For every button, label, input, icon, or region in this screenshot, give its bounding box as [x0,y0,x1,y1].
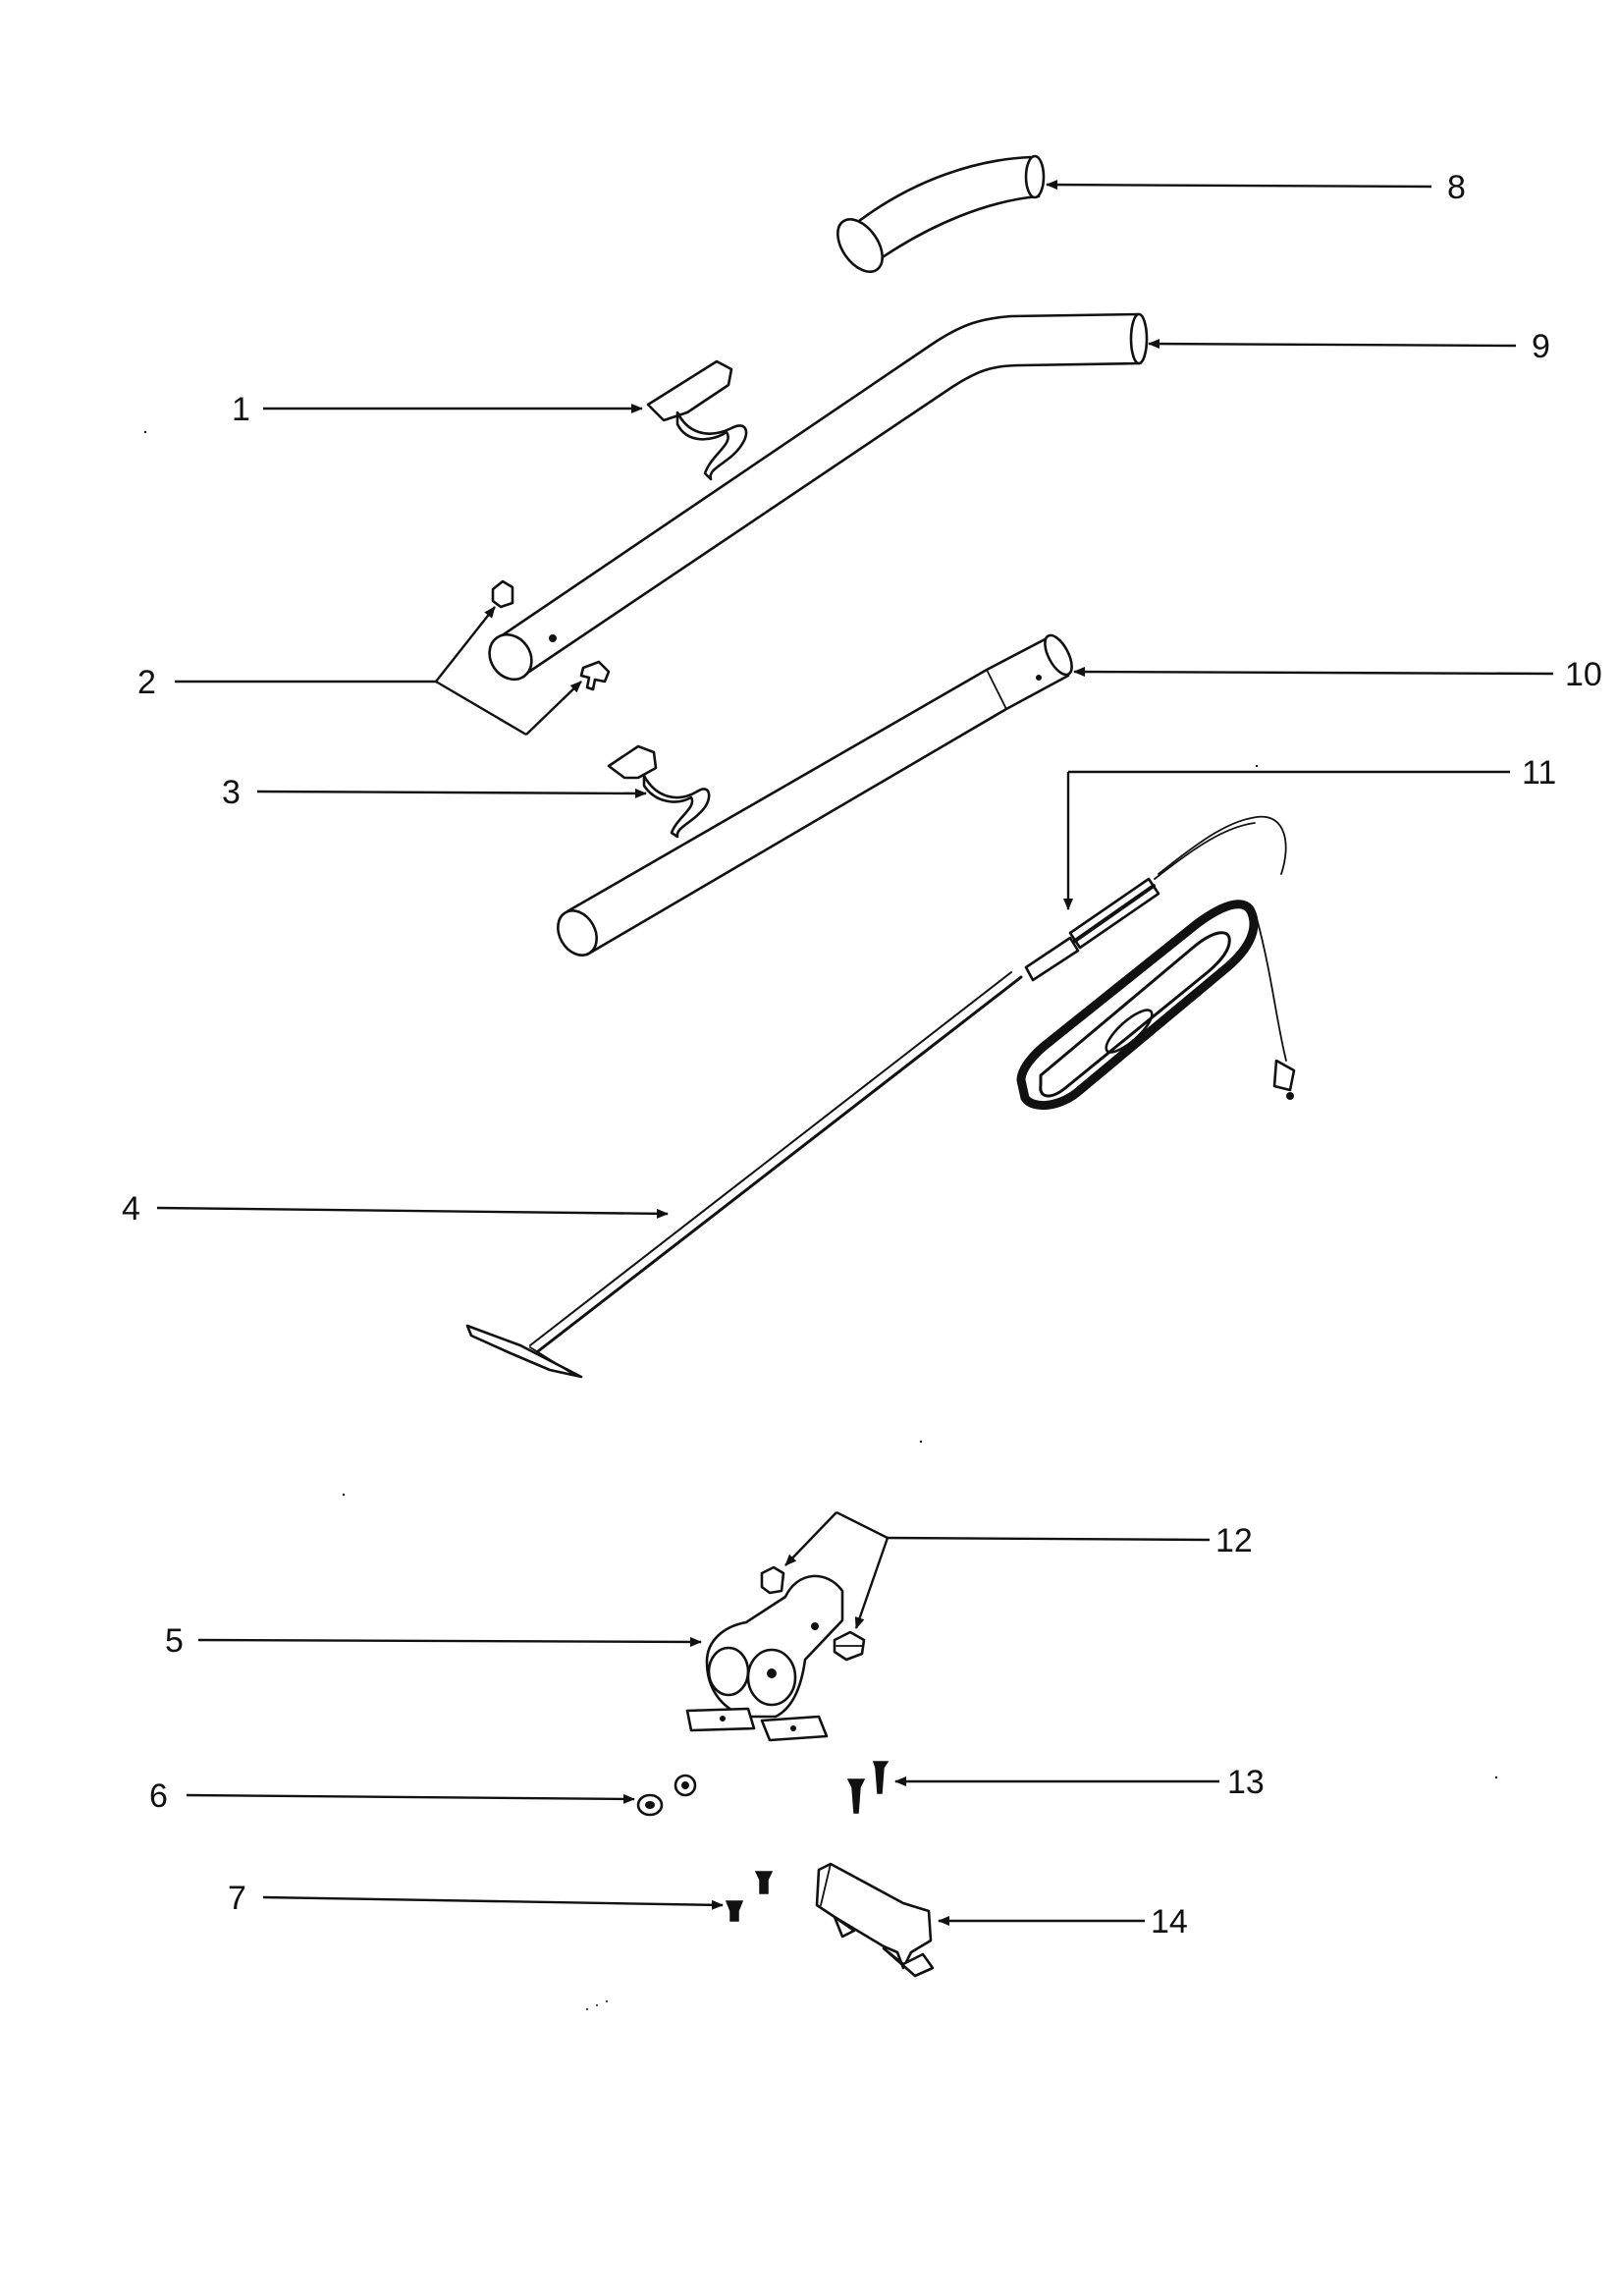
callout-4: 4 [122,1190,669,1228]
part-8-hose [836,154,1046,273]
callout-6: 6 [149,1777,635,1815]
svg-text:1: 1 [232,391,250,428]
scan-specks [143,430,1498,2010]
svg-text:2: 2 [137,664,156,701]
part-13-screws [846,1761,890,1814]
part-10-lower-handle-tube [557,633,1073,957]
part-3-lower-clip [607,744,711,839]
part-4-rod [465,971,1023,1379]
callout-13: 13 [894,1764,1265,1801]
part-7-screws [725,1871,774,1922]
part-2-screws [491,579,611,691]
callout-1: 1 [232,391,643,428]
callout-3: 3 [222,774,647,811]
callout-2: 2 [137,606,582,737]
callout-9: 9 [1148,328,1550,365]
callout-12: 12 [784,1510,1253,1629]
part-6-nuts [636,1774,697,1817]
svg-text:14: 14 [1151,1903,1188,1941]
callout-11: 11 [1063,754,1556,910]
callout-5: 5 [165,1622,702,1660]
part-1-handle-clip [646,359,748,481]
part-11-power-cord [1016,815,1296,1111]
callout-14: 14 [938,1903,1188,1941]
svg-text:9: 9 [1532,328,1550,365]
svg-text:3: 3 [222,774,241,811]
part-9-upper-handle-tube [488,312,1149,682]
svg-text:5: 5 [165,1622,184,1660]
svg-text:10: 10 [1565,656,1602,693]
part-5-bracket [685,1574,844,1742]
part-14-bracket-plate [815,1862,935,1978]
svg-text:6: 6 [149,1777,168,1815]
callout-7: 7 [228,1880,724,1917]
part-12-screws [760,1565,866,1662]
callout-10: 10 [1073,656,1602,693]
svg-text:11: 11 [1522,754,1556,792]
svg-text:4: 4 [122,1190,140,1228]
svg-text:13: 13 [1227,1764,1265,1801]
callout-8: 8 [1046,169,1466,206]
svg-text:12: 12 [1215,1522,1253,1559]
svg-text:7: 7 [228,1880,246,1917]
svg-text:8: 8 [1447,169,1466,206]
